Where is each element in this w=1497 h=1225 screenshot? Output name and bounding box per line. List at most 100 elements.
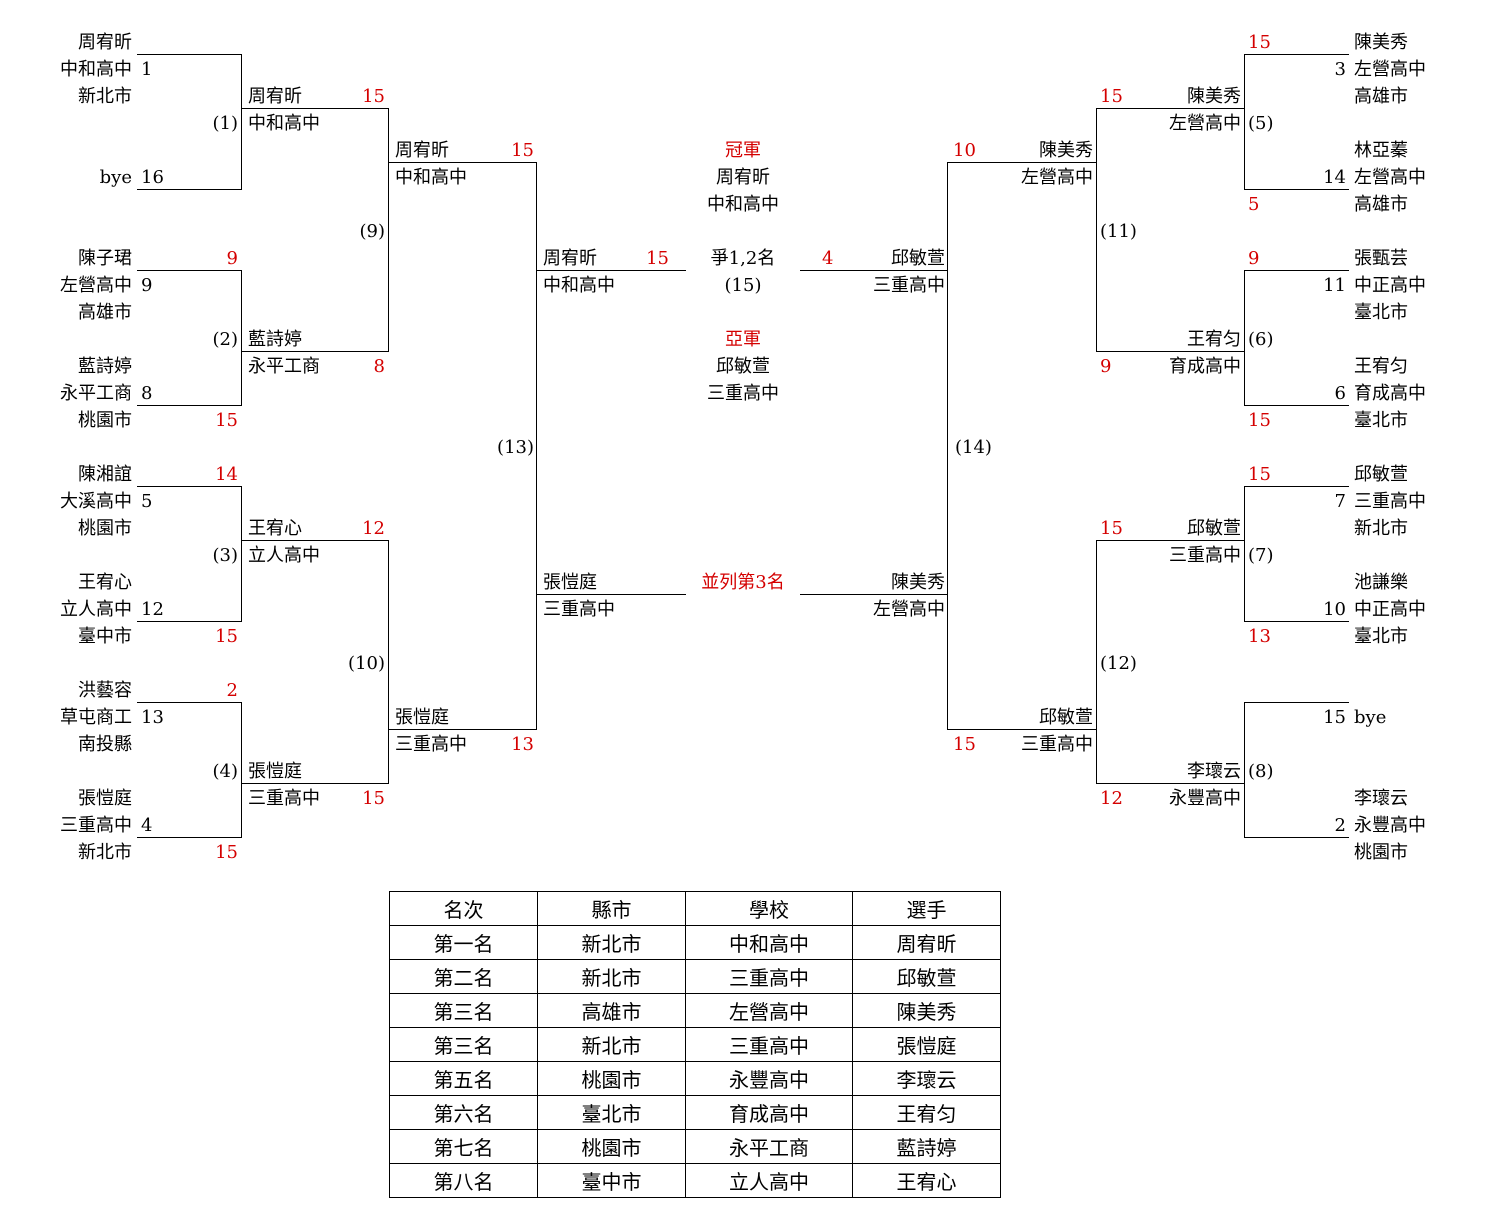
match-number: (2): [212, 329, 239, 350]
match-number: (13): [497, 437, 534, 458]
table-cell: 第五名: [389, 1061, 538, 1096]
bracket-line: [1244, 621, 1349, 622]
table-cell: 永平工商: [685, 1129, 853, 1164]
player-name: 周宥昕: [395, 140, 449, 161]
match-number: (5): [1248, 113, 1274, 134]
seed-number: 7: [1334, 491, 1346, 512]
player-name: 陳湘誼: [78, 464, 132, 485]
table-cell: 藍詩婷: [852, 1129, 1001, 1164]
match-score: 15: [511, 140, 534, 161]
player-school: 中和高中: [248, 113, 320, 134]
table-cell: 王宥匀: [852, 1095, 1001, 1130]
champion-school: 中和高中: [707, 194, 779, 215]
bracket-line: [1244, 54, 1245, 190]
table-cell: 第七名: [389, 1129, 538, 1164]
player-name: 張愷庭: [395, 707, 449, 728]
player-name: 陳美秀: [891, 572, 945, 593]
table-header: 學校: [685, 891, 853, 926]
match-score: 12: [1100, 788, 1123, 809]
match-score: 15: [362, 86, 385, 107]
player-name: 張愷庭: [543, 572, 597, 593]
table-row: 第三名 高雄市 左營高中 陳美秀: [389, 993, 1001, 1028]
table-header: 名次: [389, 891, 538, 926]
match-score: 2: [226, 680, 238, 701]
table-cell: 臺北市: [537, 1095, 686, 1130]
match-score: 9: [1248, 248, 1260, 269]
player-school: 三重高中: [873, 275, 945, 296]
table-row: 第一名 新北市 中和高中 周宥昕: [389, 925, 1001, 960]
match-score: 13: [511, 734, 534, 755]
third-place-label: 並列第3名: [701, 572, 785, 593]
bracket-line: [1244, 702, 1349, 703]
seed-number: 8: [141, 383, 153, 404]
bracket-line: [137, 837, 242, 838]
match-score: 9: [226, 248, 238, 269]
player-school: 三重高中: [1021, 734, 1093, 755]
champion-label: 冠軍: [725, 140, 761, 161]
bracket-line: [388, 162, 537, 163]
bracket-line: [388, 729, 537, 730]
player-name: 藍詩婷: [78, 356, 132, 377]
player-school: 立人高中: [60, 599, 132, 620]
table-cell: 臺中市: [537, 1163, 686, 1198]
table-row: 第三名 新北市 三重高中 張愷庭: [389, 1027, 1001, 1062]
player-city: 高雄市: [1354, 86, 1408, 107]
match-score: 15: [215, 842, 238, 863]
seed-number: 10: [1323, 599, 1346, 620]
match-number: (4): [212, 761, 239, 782]
player-city: 高雄市: [1354, 194, 1408, 215]
runnerup-name: 邱敏萱: [716, 356, 770, 377]
match-number: (3): [212, 545, 239, 566]
seed-number: 3: [1334, 59, 1346, 80]
seed-number: 2: [1334, 815, 1346, 836]
bracket-line: [1244, 189, 1349, 190]
match-score: 15: [1248, 464, 1271, 485]
player-school: 育成高中: [1354, 383, 1426, 404]
player-school: 左營高中: [1021, 167, 1093, 188]
player-name: 陳子珺: [78, 248, 132, 269]
bracket-line: [137, 702, 242, 703]
bracket-line: [536, 270, 686, 271]
match-number: (15): [724, 275, 762, 296]
bracket-line: [1244, 54, 1349, 55]
player-school: 三重高中: [395, 734, 467, 755]
bracket-line: [241, 108, 389, 109]
bracket-line: [1244, 405, 1349, 406]
bracket-line: [1096, 108, 1245, 109]
player-school: 立人高中: [248, 545, 320, 566]
table-cell: 三重高中: [685, 1027, 853, 1062]
seed-number: 1: [141, 59, 153, 80]
bracket-line: [241, 54, 242, 190]
bracket-line: [1244, 486, 1349, 487]
bracket-line: [241, 783, 389, 784]
bracket-line: [1096, 108, 1097, 352]
player-school: 左營高中: [1354, 59, 1426, 80]
table-cell: 第六名: [389, 1095, 538, 1130]
seed-number: 12: [141, 599, 164, 620]
player-school: 草屯商工: [60, 707, 132, 728]
table-row: 第六名 臺北市 育成高中 王宥匀: [389, 1095, 1001, 1130]
bracket-line: [137, 405, 242, 406]
player-city: 臺北市: [1354, 626, 1408, 647]
bracket-line: [800, 594, 948, 595]
runnerup-school: 三重高中: [707, 383, 779, 404]
table-cell: 張愷庭: [852, 1027, 1001, 1062]
bracket-line: [137, 54, 242, 55]
match-number: (8): [1248, 761, 1274, 782]
bracket-line: [800, 270, 948, 271]
bracket-line: [1096, 351, 1245, 352]
player-name: 陳美秀: [1187, 86, 1241, 107]
seed-number: 11: [1323, 275, 1346, 296]
match-number: (10): [348, 653, 385, 674]
final-label: 爭1,2名: [710, 248, 776, 269]
player-school: 永豐高中: [1354, 815, 1426, 836]
table-cell: 第二名: [389, 959, 538, 994]
player-school: 三重高中: [543, 599, 615, 620]
player-city: 桃園市: [78, 410, 132, 431]
table-cell: 桃園市: [537, 1061, 686, 1096]
table-cell: 王宥心: [852, 1163, 1001, 1198]
player-school: 左營高中: [60, 275, 132, 296]
player-name: 周宥昕: [543, 248, 597, 269]
bracket-line: [1244, 837, 1349, 838]
